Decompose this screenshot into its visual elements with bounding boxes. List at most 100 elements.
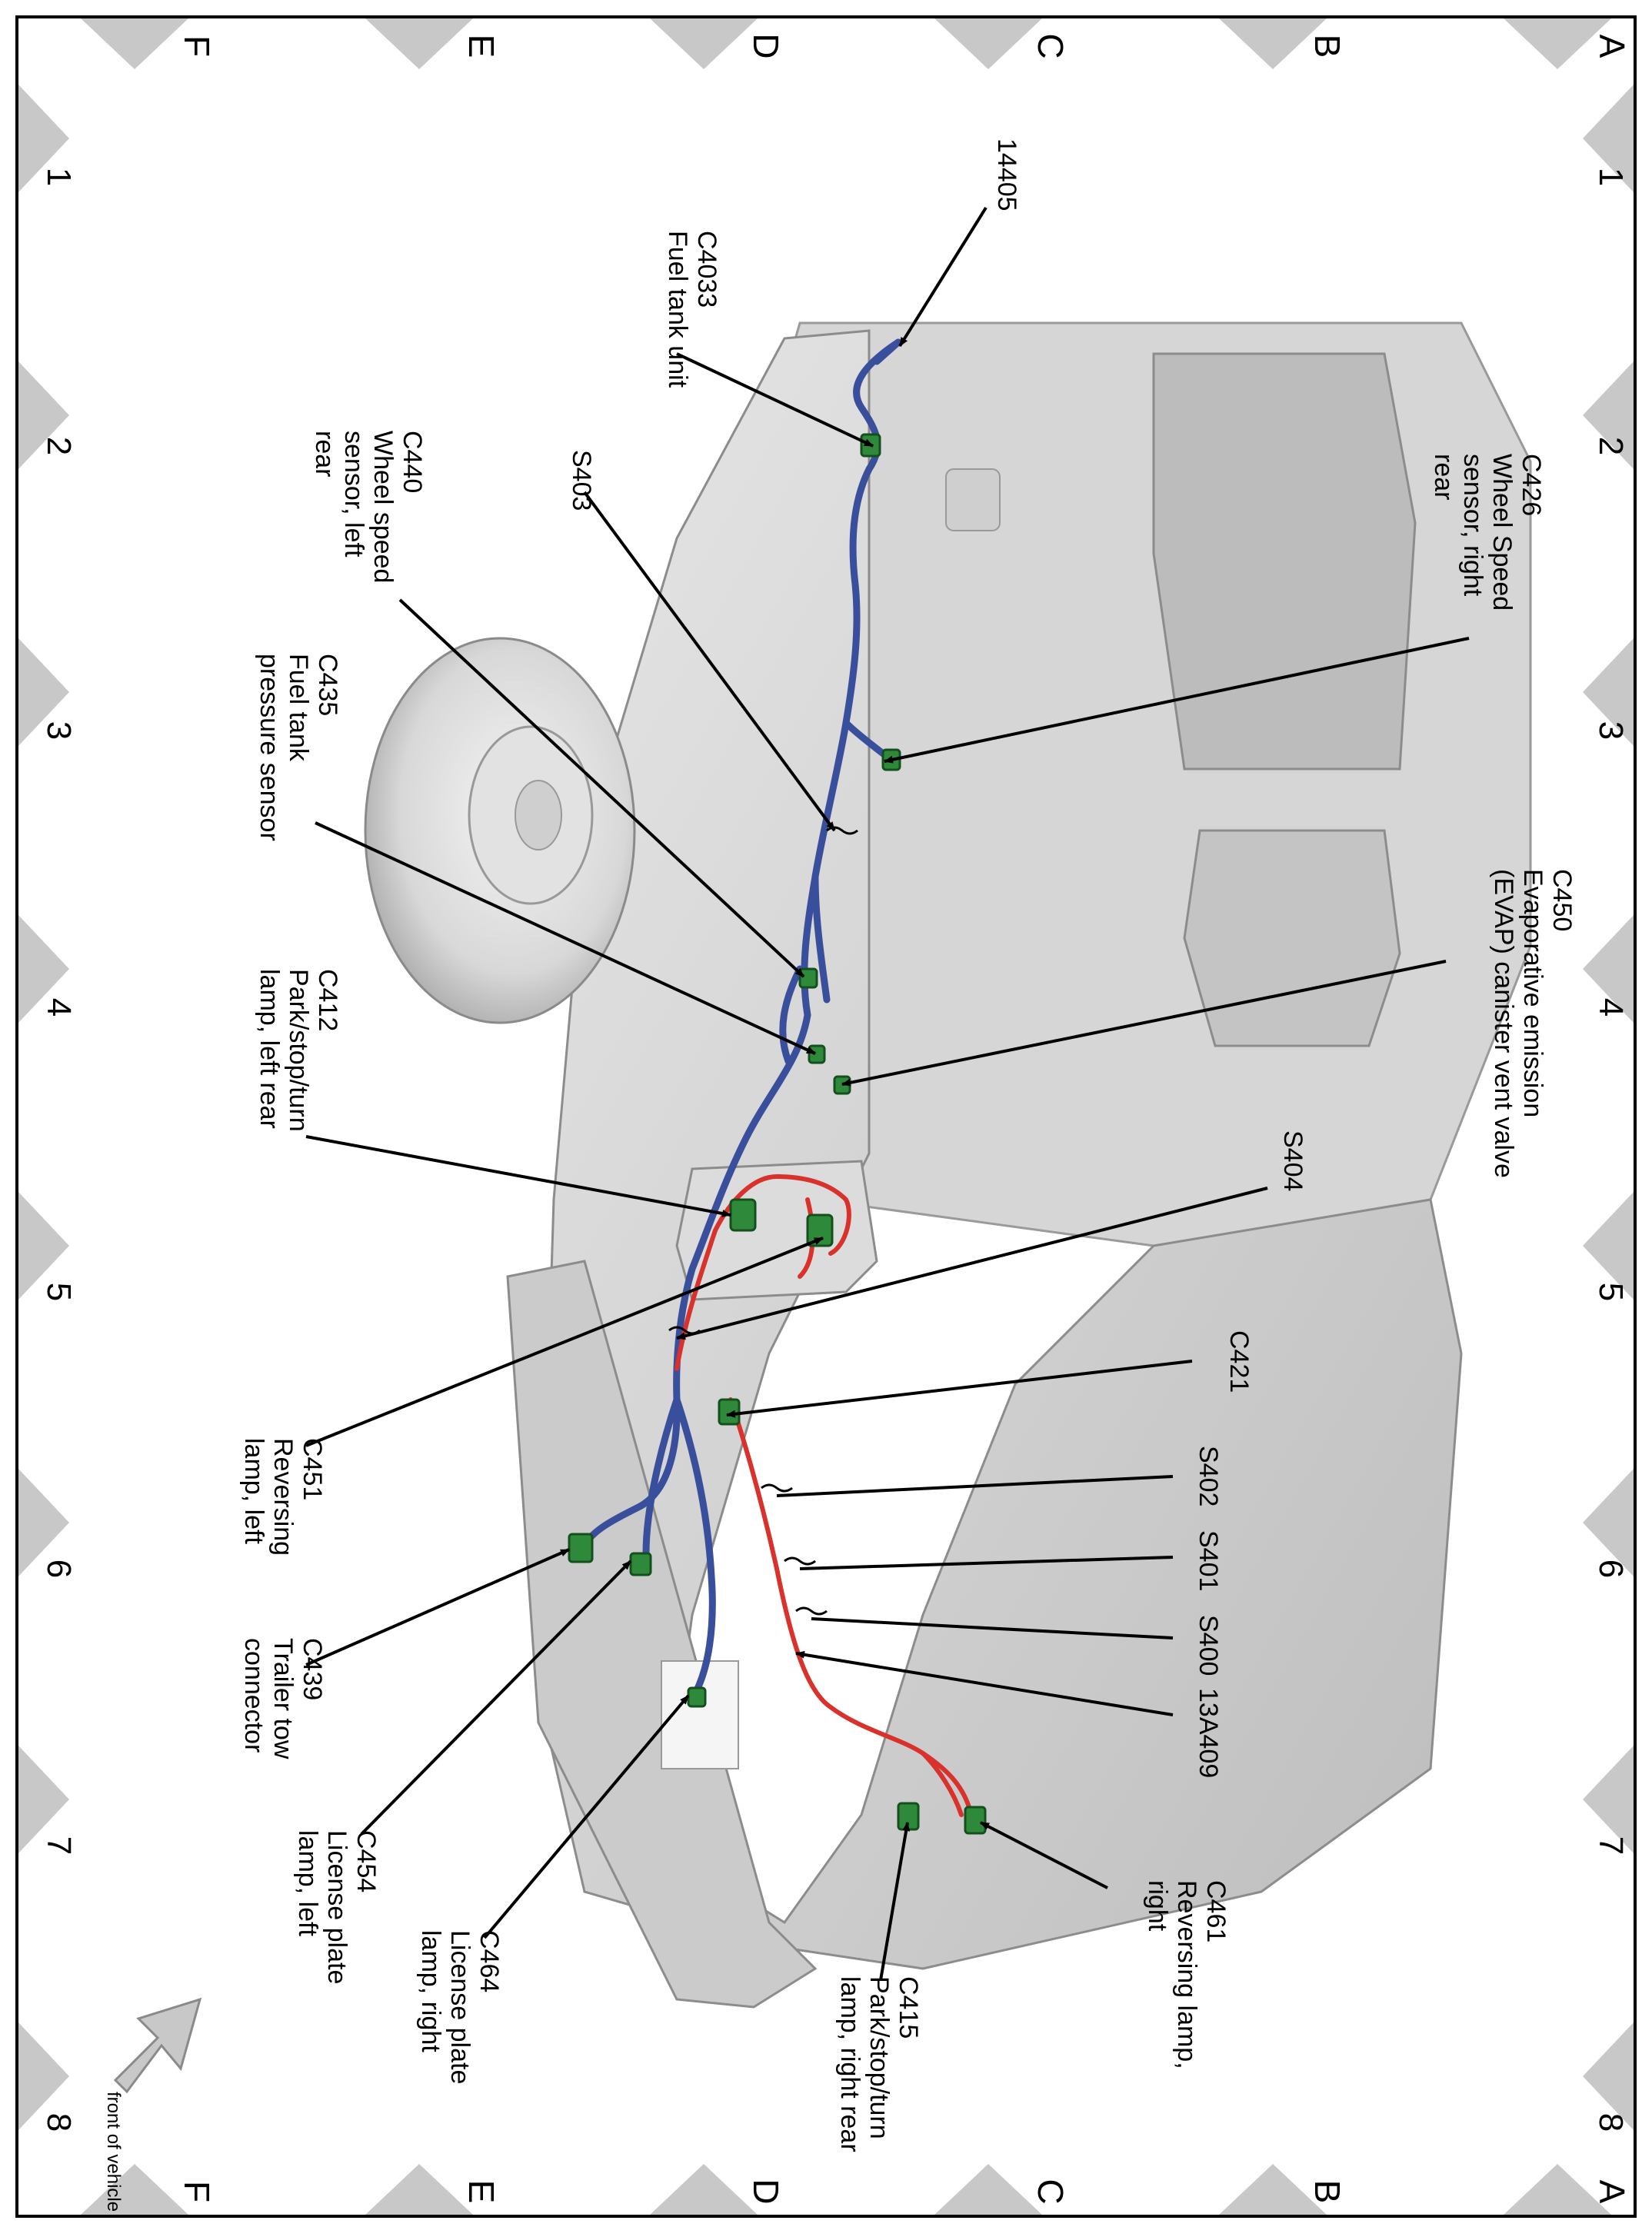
grid-letter-bottom: C (1031, 2179, 1071, 2204)
connector-c454 (629, 1552, 652, 1576)
front-of-vehicle-indicator: front of vehicle (103, 1997, 202, 2212)
grid-marker-top (1219, 18, 1327, 69)
callout-line: C415 (894, 1976, 923, 2039)
grid-marker-bottom (1504, 2164, 1611, 2215)
connectors (568, 433, 987, 1835)
callout-line: (EVAP) canister vent valve (1489, 869, 1518, 1178)
grid-marker-left (18, 638, 69, 746)
callout-line: sensor, left (339, 431, 368, 558)
callout-line: rear (310, 431, 339, 477)
connector-c421 (718, 1398, 741, 1426)
callout-line: C464 (475, 1930, 504, 1992)
grid-number-right: 4 (1592, 998, 1630, 1017)
grid-marker-bottom (365, 2164, 473, 2215)
cab-window-upper (1152, 352, 1417, 771)
grid-marker-left (18, 361, 69, 469)
grid-number-right: 5 (1592, 1283, 1630, 1301)
callout-c454: C454License platelamp, left (293, 1830, 381, 1984)
grid-number-left: 5 (40, 1283, 78, 1301)
grid-marker-bottom (1219, 2164, 1327, 2215)
grid-marker-right (1583, 915, 1634, 1023)
callout-line: S404 (1278, 1130, 1307, 1191)
callout-line: lamp, right (416, 1930, 445, 2052)
grid-marker-left (18, 1746, 69, 1853)
callout-line: Trailer tow (268, 1638, 298, 1759)
callout-line: Wheel Speed (1487, 454, 1517, 611)
callout-line: S403 (567, 450, 596, 511)
grid-marker-bottom (81, 2164, 188, 2215)
callout-line: sensor, right (1458, 454, 1487, 597)
grid-marker-right (1583, 1469, 1634, 1576)
callout-line: lamp, left (293, 1830, 322, 1936)
callout-line: 14405 (992, 138, 1021, 211)
grid-marker-right (1583, 1192, 1634, 1300)
callout-line: C451 (298, 1438, 327, 1500)
callout-line: C439 (298, 1638, 327, 1700)
grid-marker-left (18, 2022, 69, 2130)
grid-number-left: 6 (40, 1560, 78, 1578)
callout-line: S402 (1194, 1446, 1223, 1506)
callout-line: lamp, left rear (255, 969, 284, 1129)
callout-line: C440 (398, 431, 427, 493)
grid-letter-top: C (1031, 33, 1071, 58)
callout-line: lamp, right rear (835, 1976, 864, 2152)
callout-line: Reversing (268, 1438, 298, 1556)
callout-c4033: C4033Fuel tank unit (663, 231, 721, 388)
callout-13a409: 13A409 (1194, 1688, 1223, 1778)
connector-c412 (729, 1198, 757, 1232)
connector-c461 (964, 1806, 987, 1835)
fuel-door (945, 468, 1001, 531)
grid-number-left: 4 (40, 998, 78, 1017)
callout-line: Wheel speed (368, 431, 398, 583)
grid-marker-right (1583, 361, 1634, 469)
grid-number-right: 7 (1592, 1836, 1630, 1855)
splice-s402 (761, 1483, 793, 1493)
connector-c439 (568, 1533, 594, 1563)
wheel-hub (515, 780, 562, 851)
grid-number-right: 2 (1592, 437, 1630, 455)
leader-lines (305, 206, 1470, 1981)
callout-line: Evaporative emission (1518, 869, 1547, 1117)
callout-c421: C421 (1224, 1330, 1254, 1393)
callout-s401: S401 (1194, 1530, 1223, 1591)
grid-number-right: 3 (1592, 721, 1630, 740)
grid-marker-right (1583, 1746, 1634, 1853)
callout-s402: S402 (1194, 1446, 1223, 1506)
callout-line: pressure sensor (255, 654, 284, 841)
grid-number-left: 1 (40, 168, 78, 186)
callout-s404: S404 (1278, 1130, 1307, 1191)
callout-line: connector (239, 1638, 268, 1753)
callout-line: Park/stop/turn (284, 969, 313, 1132)
callout-s403: S403 (567, 450, 596, 511)
grid-marker-top (365, 18, 473, 69)
connector-c440 (798, 967, 818, 989)
callout-c440: C440Wheel speedsensor, leftrear (310, 431, 427, 583)
connector-c450 (833, 1075, 851, 1095)
grid-marker-top (81, 18, 188, 69)
front-of-vehicle-label: front of vehicle (103, 2092, 124, 2212)
grid-letter-top: F (177, 35, 217, 57)
callout-line: Park/stop/turn (864, 1976, 894, 2139)
grid-letter-bottom: D (746, 2179, 786, 2204)
callout-line: C461 (1201, 1880, 1231, 1942)
grid-marker-left (18, 85, 69, 192)
splice-s401 (784, 1556, 816, 1566)
callout-line: S401 (1194, 1530, 1223, 1591)
grid-letter-bottom: A (1592, 2180, 1632, 2204)
grid-letter-bottom: E (461, 2180, 501, 2204)
harness-blue (581, 338, 902, 1696)
grid-marker-left (18, 915, 69, 1023)
callout-14405: 14405 (992, 138, 1021, 211)
callout-c461: C461Reversing lamp,right (1143, 1880, 1231, 2069)
grid-marker-top (1504, 18, 1611, 69)
callout-c426: C426Wheel Speedsensor, rightrear (1429, 454, 1546, 611)
grid-number-left: 3 (40, 721, 78, 740)
splice-s400 (795, 1606, 828, 1616)
grid-number-left: 2 (40, 437, 78, 455)
grid-letter-top: E (461, 35, 501, 58)
callout-line: C450 (1547, 869, 1577, 931)
front-arrow-icon (113, 1997, 202, 2094)
